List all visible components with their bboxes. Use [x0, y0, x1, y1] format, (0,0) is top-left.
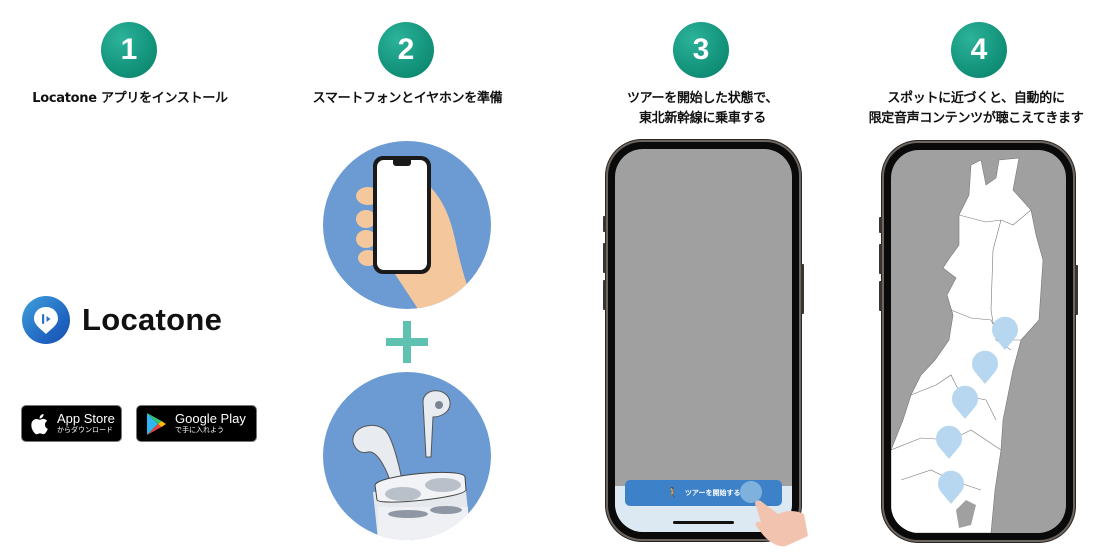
app-store-sublabel: からダウンロード	[57, 426, 113, 434]
finger-tap-icon	[755, 500, 808, 547]
step-3-badge: 3	[673, 22, 729, 78]
locatone-pin-icon	[22, 296, 70, 344]
locatone-logo: Locatone	[22, 296, 222, 344]
home-indicator	[673, 521, 734, 524]
spot-pin-icon	[936, 425, 962, 459]
step-3-title-line2: 東北新幹線に乗車する	[638, 111, 766, 126]
earphones-illustration	[323, 372, 491, 540]
phone-side-button	[603, 280, 606, 310]
spot-pin-icon	[938, 470, 964, 504]
step-4-title-line1: スポットに近づくと、自動的に	[887, 91, 1065, 106]
spot-pin-icon	[972, 350, 998, 384]
smartphone-illustration	[323, 141, 491, 309]
step-2-title: スマートフォンとイヤホンを準備	[312, 91, 503, 106]
walking-person-icon: 🚶	[666, 487, 679, 499]
start-tour-label: ツアーを開始する	[684, 489, 741, 497]
phone-screen: 🚶 ツアーを開始する	[615, 149, 792, 532]
app-store-button[interactable]: App Store からダウンロード	[21, 405, 122, 442]
phone-step-3: 🚶 ツアーを開始する	[603, 142, 804, 539]
phone-side-button	[603, 243, 606, 273]
phone-side-button	[879, 281, 882, 311]
spot-pin-icon	[992, 316, 1018, 350]
step-2-badge: 2	[378, 22, 434, 78]
step-3-title: ツアーを開始した状態で、 東北新幹線に乗車する	[590, 89, 815, 129]
spot-pin-icon	[952, 385, 978, 419]
step-3-title-line1: ツアーを開始した状態で、	[626, 91, 779, 106]
step-4-title: スポットに近づくと、自動的に 限定音声コンテンツが聴こえてきます	[835, 89, 1117, 129]
phone-side-button	[801, 264, 804, 314]
plus-icon	[386, 321, 428, 363]
phone-side-button	[879, 217, 882, 233]
start-tour-button[interactable]: 🚶 ツアーを開始する	[625, 480, 782, 506]
google-play-icon	[147, 412, 166, 435]
google-play-sublabel: で手に入れよう	[175, 426, 224, 434]
google-play-label: Google Play	[175, 411, 246, 426]
phone-side-button	[1075, 265, 1078, 315]
tap-indicator	[740, 481, 762, 503]
tohoku-map-screen	[891, 150, 1066, 533]
tohoku-map	[891, 157, 1044, 533]
phone-step-4	[879, 143, 1078, 540]
apple-icon	[31, 413, 48, 434]
step-1-badge: 1	[101, 22, 157, 78]
phone-side-button	[603, 216, 606, 232]
phone-side-button	[879, 244, 882, 274]
app-store-label: App Store	[57, 411, 115, 426]
step-1-title: Locatone アプリをインストール	[32, 91, 228, 106]
step-4-title-line2: 限定音声コンテンツが聴こえてきます	[868, 111, 1084, 126]
step-4-badge: 4	[951, 22, 1007, 78]
locatone-wordmark: Locatone	[82, 302, 223, 337]
google-play-button[interactable]: Google Play で手に入れよう	[136, 405, 257, 442]
